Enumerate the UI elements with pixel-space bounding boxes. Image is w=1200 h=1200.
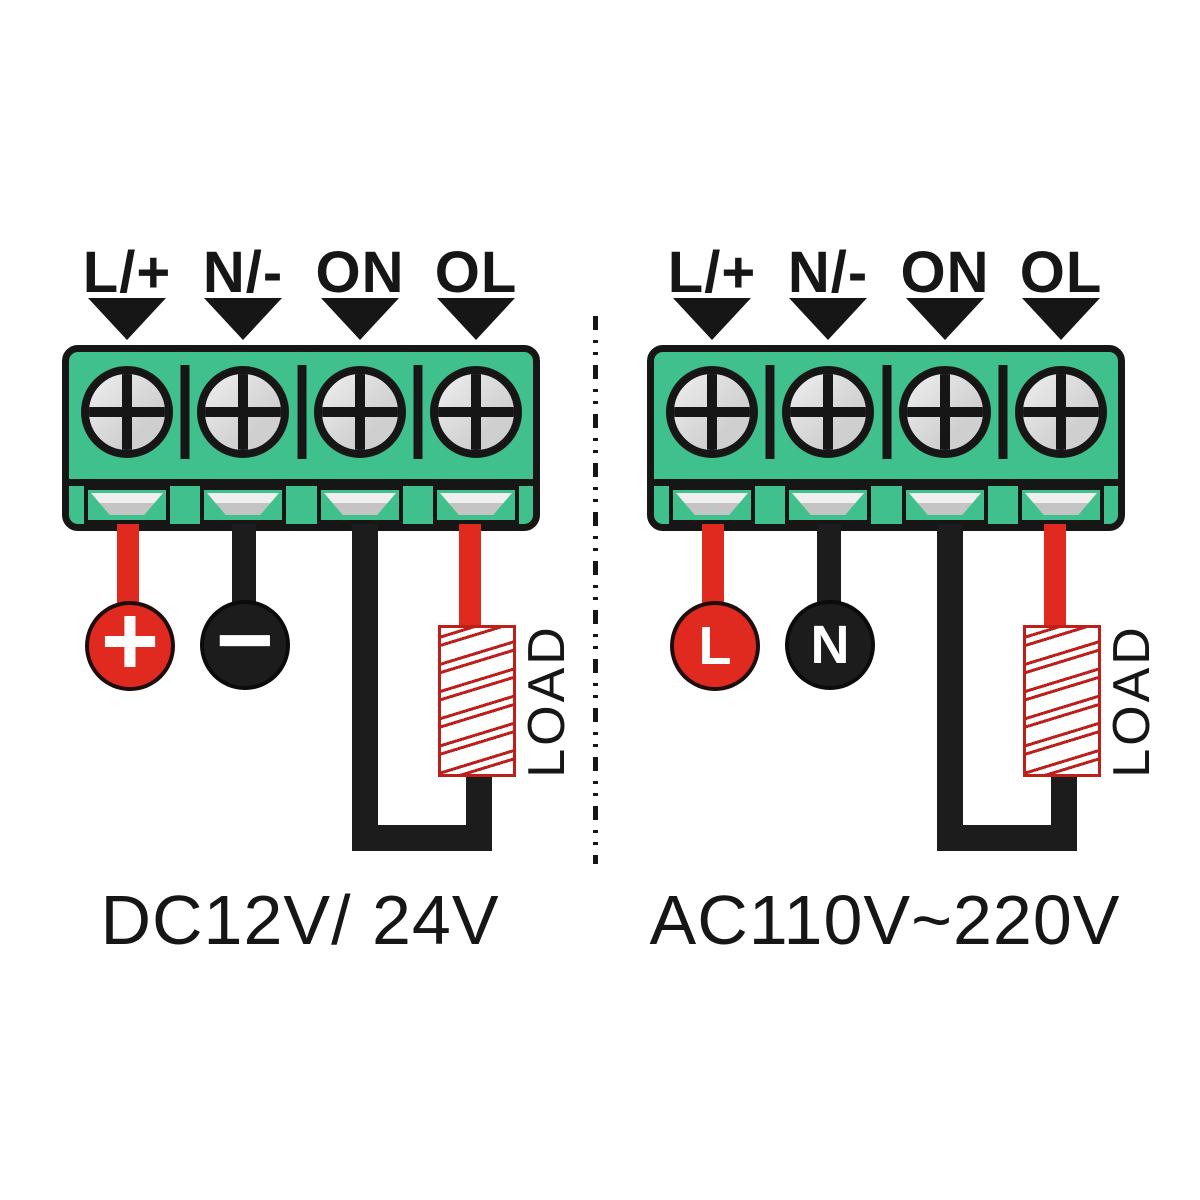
terminal-label-ol: OL bbox=[434, 240, 518, 305]
wire-on-vertical bbox=[937, 515, 963, 851]
dashed-divider bbox=[593, 316, 598, 864]
screw-separator bbox=[413, 365, 423, 459]
screw-terminal-icon bbox=[782, 366, 874, 458]
screw-terminal-icon bbox=[430, 366, 522, 458]
negative-terminal-marker: − bbox=[200, 590, 290, 690]
wire-ol-to-load bbox=[1044, 515, 1066, 627]
line-letter: L bbox=[698, 616, 732, 676]
wire-entry-slot bbox=[84, 486, 170, 524]
load-label: LOAD bbox=[518, 624, 576, 778]
terminal-label-n-minus: N/- bbox=[787, 240, 869, 305]
slot-opening bbox=[676, 493, 748, 515]
slot-opening bbox=[440, 493, 512, 515]
load-resistor-icon bbox=[1023, 625, 1101, 777]
screw-separator bbox=[180, 365, 190, 459]
neutral-letter: N bbox=[810, 615, 850, 675]
slot-opening bbox=[792, 493, 864, 515]
screw-terminal-icon bbox=[197, 366, 289, 458]
screw-terminal-icon bbox=[314, 366, 406, 458]
arrow-down-icon bbox=[437, 298, 515, 340]
wire-negative bbox=[232, 515, 256, 610]
terminal-label-on: ON bbox=[315, 240, 405, 305]
slot-opening bbox=[909, 493, 981, 515]
wire-entry-slot bbox=[433, 486, 519, 524]
screw-terminal-icon bbox=[899, 366, 991, 458]
wire-positive bbox=[117, 515, 139, 611]
wire-entry-slot bbox=[200, 486, 286, 524]
wire-entry-slot bbox=[902, 486, 988, 524]
arrow-down-icon bbox=[204, 298, 282, 340]
neutral-terminal-marker: N bbox=[785, 600, 875, 690]
ac-caption: AC110V~220V bbox=[649, 881, 1121, 959]
terminal-label-ol: OL bbox=[1019, 240, 1103, 305]
screw-separator bbox=[998, 365, 1008, 459]
dc-caption: DC12V/ 24V bbox=[100, 881, 500, 959]
wire-entry-slot bbox=[669, 486, 755, 524]
ac-wiring-diagram: L/+ N/- ON OL L N bbox=[585, 230, 1185, 1010]
wire-on-vertical bbox=[352, 515, 378, 851]
slot-opening bbox=[1025, 493, 1097, 515]
screw-terminal-icon bbox=[666, 366, 758, 458]
wire-load-return bbox=[466, 776, 492, 851]
wire-entry-slot bbox=[785, 486, 871, 524]
wire-load-return bbox=[1051, 776, 1077, 851]
screw-terminal-icon bbox=[81, 366, 173, 458]
screw-separator bbox=[765, 365, 775, 459]
arrow-down-icon bbox=[673, 298, 751, 340]
arrow-down-icon bbox=[321, 298, 399, 340]
minus-icon: − bbox=[215, 584, 275, 696]
screw-separator bbox=[882, 365, 892, 459]
line-terminal-marker: L bbox=[670, 601, 760, 691]
terminal-label-on: ON bbox=[900, 240, 990, 305]
arrow-down-icon bbox=[1022, 298, 1100, 340]
screw-separator bbox=[297, 365, 307, 459]
wire-ol-to-load bbox=[459, 515, 481, 627]
load-label: LOAD bbox=[1103, 624, 1161, 778]
load-resistor-icon bbox=[438, 625, 516, 777]
wire-entry-slot bbox=[317, 486, 403, 524]
terminal-label-n-minus: N/- bbox=[202, 240, 284, 305]
terminal-label-l-plus: L/+ bbox=[667, 240, 757, 305]
positive-terminal-marker: + bbox=[85, 591, 175, 691]
wire-line bbox=[702, 515, 724, 611]
plus-icon: + bbox=[100, 585, 160, 697]
arrow-down-icon bbox=[789, 298, 867, 340]
arrow-down-icon bbox=[88, 298, 166, 340]
slot-opening bbox=[91, 493, 163, 515]
screw-terminal-icon bbox=[1015, 366, 1107, 458]
terminal-label-l-plus: L/+ bbox=[82, 240, 172, 305]
arrow-down-icon bbox=[906, 298, 984, 340]
block-divider bbox=[69, 479, 533, 486]
dc-wiring-diagram: L/+ N/- ON OL + − bbox=[0, 230, 600, 1010]
block-divider bbox=[654, 479, 1118, 486]
wire-entry-slot bbox=[1018, 486, 1104, 524]
wire-neutral bbox=[817, 515, 841, 610]
slot-opening bbox=[207, 493, 279, 515]
slot-opening bbox=[324, 493, 396, 515]
